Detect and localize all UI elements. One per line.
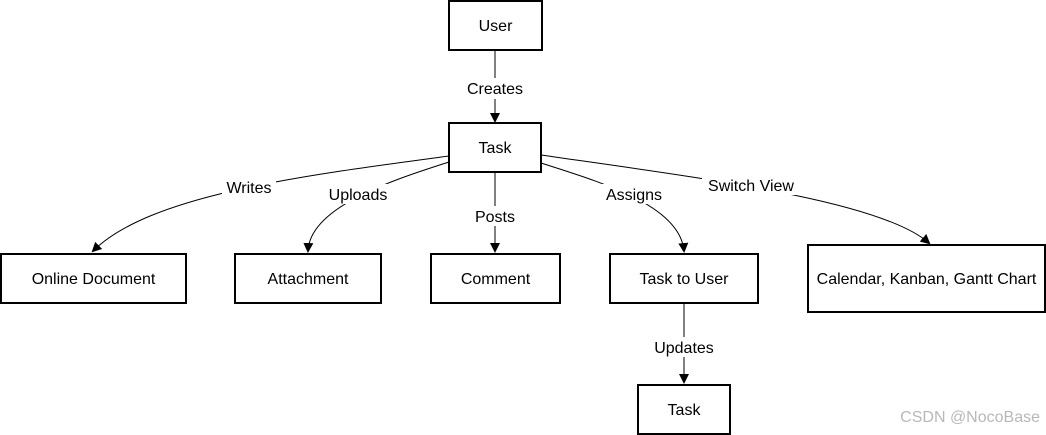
node-task: Task — [448, 122, 542, 173]
edge-labels: Creates Writes Uploads Posts Assigns Swi… — [222, 78, 800, 357]
edge-label-posts: Posts — [475, 209, 515, 226]
edge-task-attachment — [303, 161, 450, 253]
edge-label-writes: Writes — [226, 180, 271, 197]
node-comment-label: Comment — [461, 271, 531, 288]
node-online-document: Online Document — [0, 253, 187, 304]
node-views-label: Calendar, Kanban, Gantt Chart — [817, 271, 1037, 288]
node-task-to-user-label: Task to User — [640, 271, 730, 288]
edge-task-views — [540, 154, 931, 245]
node-task-label: Task — [479, 140, 513, 157]
watermark-text: CSDN @NocoBase — [900, 409, 1040, 426]
node-online-document-label: Online Document — [32, 271, 156, 288]
node-attachment: Attachment — [234, 253, 382, 304]
node-user: User — [448, 0, 543, 51]
node-comment: Comment — [430, 253, 561, 304]
node-task-updated-label: Task — [668, 402, 702, 419]
edge-label-assigns: Assigns — [606, 187, 662, 204]
node-task-to-user: Task to User — [609, 253, 759, 304]
edge-task-task-to-user — [540, 162, 689, 253]
edge-label-creates: Creates — [467, 81, 523, 98]
edge-label-updates: Updates — [654, 340, 714, 357]
edge-task-online-document — [91, 155, 450, 253]
node-task-updated: Task — [637, 384, 731, 435]
node-user-label: User — [479, 18, 513, 35]
node-views: Calendar, Kanban, Gantt Chart — [807, 244, 1046, 313]
node-attachment-label: Attachment — [268, 271, 349, 288]
edge-label-uploads: Uploads — [329, 187, 388, 204]
edge-label-switch-view: Switch View — [708, 178, 794, 195]
